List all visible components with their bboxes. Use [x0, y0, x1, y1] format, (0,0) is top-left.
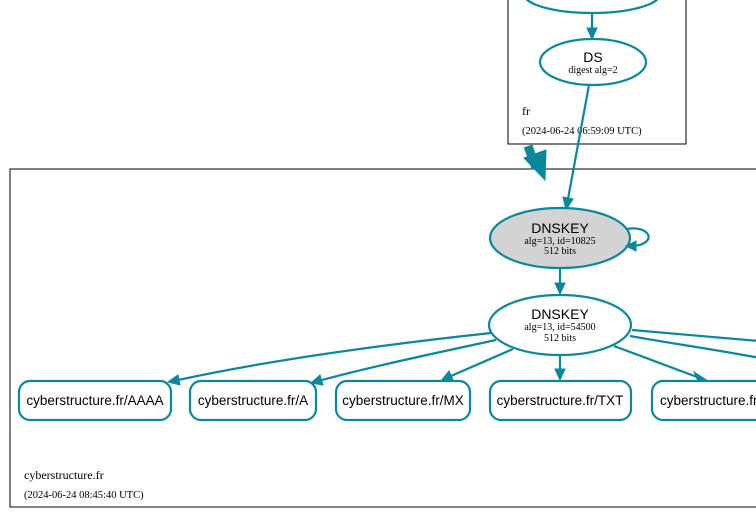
record-node-mx: cyberstructure.fr/MX — [334, 379, 472, 422]
zone-cyberstructure-fr-border — [9, 168, 756, 508]
delegation-arrow — [523, 144, 547, 182]
record-label-a: cyberstructure.fr/A — [198, 393, 308, 408]
edge-parent-dnskey-to-ds — [586, 13, 598, 41]
ds-node-detail: digest alg=2 — [568, 65, 617, 76]
zone-fr-timestamp: (2024-06-24 06:59:09 UTC) — [522, 126, 642, 137]
edge-zsk-to-mx — [439, 347, 514, 382]
parent-dnskey-node-partial — [525, 0, 659, 15]
edge-zsk-to-a — [309, 338, 497, 386]
record-label-aaaa: cyberstructure.fr/AAAA — [26, 393, 163, 408]
zsk-node-detail: alg=13, id=54500 — [524, 322, 595, 333]
zone-fr-border — [507, 0, 687, 145]
zsk-node-title: DNSKEY — [531, 306, 589, 322]
ds-node-shape — [538, 37, 648, 87]
record-label-soa: cyberstructure.fr/SOA — [660, 393, 756, 408]
edge-ksk-self-loop — [624, 227, 650, 252]
ds-node: DS digest alg=2 — [538, 37, 648, 87]
edge-zsk-to-offscreen-1 — [629, 334, 756, 359]
ksk-node: DNSKEY alg=13, id=10825 512 bits — [488, 206, 632, 270]
record-label-mx: cyberstructure.fr/MX — [342, 393, 464, 408]
edge-zsk-to-soa — [613, 344, 710, 382]
zone-fr-name: fr — [522, 104, 530, 118]
zone-cyberstructure-fr: cyberstructure.fr (2024-06-24 08:45:40 U… — [9, 168, 756, 508]
zsk-node: DNSKEY alg=13, id=54500 512 bits — [487, 293, 633, 357]
edge-zsk-to-offscreen-2 — [631, 328, 756, 342]
ds-node-title: DS — [583, 49, 602, 65]
zone-fr: fr (2024-06-24 06:59:09 UTC) — [507, 0, 687, 145]
zone-cyberstructure-fr-timestamp: (2024-06-24 08:45:40 UTC) — [24, 490, 144, 501]
record-node-soa: cyberstructure.fr/SOA — [650, 379, 756, 422]
record-node-aaaa: cyberstructure.fr/AAAA — [17, 379, 173, 422]
record-node-a: cyberstructure.fr/A — [188, 379, 318, 422]
zsk-node-size: 512 bits — [544, 333, 576, 344]
ksk-node-detail: alg=13, id=10825 — [524, 236, 595, 247]
record-label-txt: cyberstructure.fr/TXT — [497, 393, 624, 408]
record-node-txt: cyberstructure.fr/TXT — [488, 379, 633, 422]
edge-zsk-to-txt — [554, 355, 566, 382]
zone-cyberstructure-fr-name: cyberstructure.fr — [24, 468, 104, 482]
edge-zsk-to-aaaa — [166, 331, 492, 386]
ksk-node-title: DNSKEY — [531, 220, 589, 236]
ksk-node-size: 512 bits — [544, 246, 576, 257]
edge-ds-to-ksk — [562, 84, 591, 212]
edge-ksk-to-zsk — [554, 268, 566, 296]
